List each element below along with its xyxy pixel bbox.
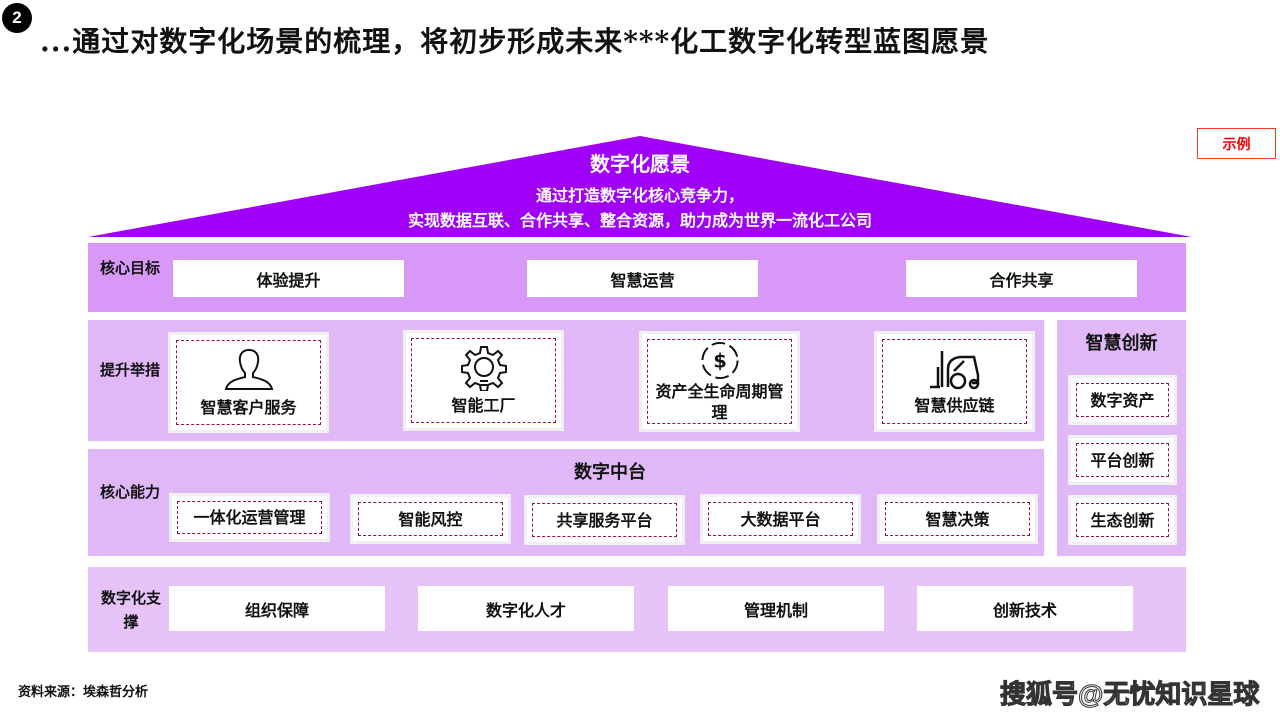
measure-card: 智能工厂 [403,330,564,431]
vision-title: 数字化愿景 [590,152,690,176]
goal-experience: 体验提升 [173,260,404,297]
person-icon [224,348,273,390]
capability-label: 智能风控 [358,502,503,536]
innovation-label: 平台创新 [1076,443,1169,477]
example-tag: 示例 [1197,128,1276,159]
watermark: 搜狐号@无忧知识星球 [999,679,1260,710]
gear-bulb-icon [460,346,507,391]
innovation-box: 生态创新 [1068,495,1177,545]
measures-label: 提升举措 [100,361,161,379]
page-title: ...通过对数字化场景的梳理，将初步形成未来***化工数字化转型蓝图愿景 [40,25,990,58]
measure-label: 智慧供应链 [914,396,995,415]
innovation-label: 生态创新 [1076,503,1169,537]
capability-box: 智能风控 [350,494,511,544]
forklift-icon [929,351,979,390]
svg-text:$: $ [713,349,727,372]
support-box: 数字化人才 [418,586,634,631]
support-box: 创新技术 [917,586,1133,631]
innovation-box: 平台创新 [1068,435,1177,485]
goal-sharing: 合作共享 [906,260,1137,297]
support-label: 数字化支撑 [100,589,161,631]
capability-box: 智慧决策 [877,494,1038,544]
measure-card: $ 资产全生命周期管理 [639,331,800,432]
dollar-icon: $ [700,341,739,380]
innovation-box: 数字资产 [1068,375,1177,425]
measure-label: 资产全生命周期管理 [655,382,784,422]
vision-roof [88,136,1192,237]
capabilities-title: 数字中台 [574,462,646,483]
source-note: 资料来源：埃森哲分析 [18,685,149,700]
goal-operations: 智慧运营 [527,260,758,297]
measure-label: 智能工厂 [451,396,516,415]
capability-box: 大数据平台 [700,494,861,544]
support-box: 管理机制 [668,586,884,631]
slide-number-badge: 2 [2,3,32,33]
capability-label: 共享服务平台 [532,503,677,537]
measure-card: 智慧客户服务 [168,332,329,433]
capabilities-label: 核心能力 [100,483,161,501]
capability-box: 共享服务平台 [524,495,685,545]
capability-label: 一体化运营管理 [177,501,322,534]
innovation-label: 数字资产 [1076,383,1169,417]
capability-label: 大数据平台 [708,502,853,536]
vision-line-1: 通过打造数字化核心竞争力， [535,186,744,205]
support-box: 组织保障 [169,586,385,631]
vision-line-2: 实现数据互联、合作共享、整合资源，助力成为世界一流化工公司 [407,211,872,230]
core-goals-label: 核心目标 [100,259,161,277]
innovation-title: 智慧创新 [1085,333,1158,354]
measure-card: 智慧供应链 [874,331,1035,432]
capability-label: 智慧决策 [885,502,1030,536]
capability-box: 一体化运营管理 [169,493,330,542]
measure-label: 智慧客户服务 [200,398,297,417]
